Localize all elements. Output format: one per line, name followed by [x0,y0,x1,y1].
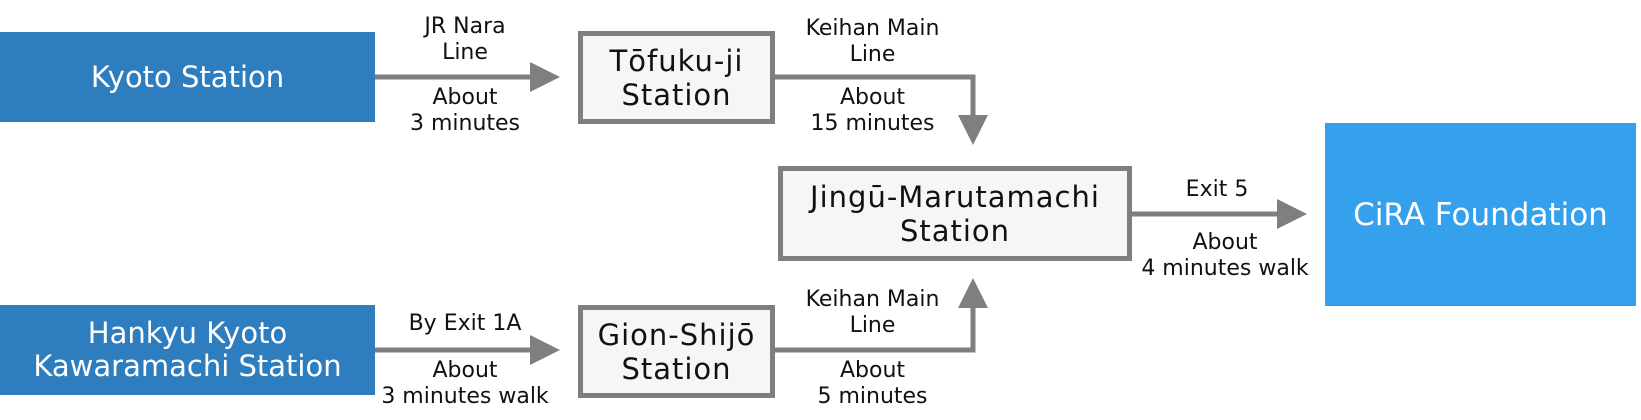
tofukuji-station-label: Tōfuku-ji Station [609,43,744,112]
route-label-hankyu-gionshijo: By Exit 1A [408,311,522,336]
arrow-tofukuji-to-jingu [775,74,988,145]
cira-foundation-box: CiRA Foundation [1325,123,1636,306]
gionshijo-station-box: Gion-Shijō Station [578,305,775,398]
hankyu-station-box: Hankyu Kyoto Kawaramachi Station [0,305,375,395]
kyoto-station-label: Kyoto Station [90,59,285,94]
kyoto-station-box: Kyoto Station [0,32,375,122]
time-label-kyoto-tofukuji: About 3 minutes [409,85,521,136]
cira-foundation-label: CiRA Foundation [1353,196,1608,233]
route-label-tofukuji-jingu: Keihan Main Line [805,16,940,67]
route-label-kyoto-tofukuji: JR Nara Line [424,14,506,65]
time-label-jingu-cira: About 4 minutes walk [1141,230,1309,281]
jingu-station-box: Jingū-Marutamachi Station [778,166,1132,261]
hankyu-station-label: Hankyu Kyoto Kawaramachi Station [33,316,342,383]
tofukuji-station-box: Tōfuku-ji Station [578,31,775,124]
route-label-gionshijo-jingu: Keihan Main Line [805,287,940,338]
jingu-station-label: Jingū-Marutamachi Station [810,179,1100,248]
arrow-gionshijo-to-jingu [775,278,988,353]
time-label-tofukuji-jingu: About 15 minutes [810,85,935,136]
route-label-jingu-cira: Exit 5 [1185,177,1249,202]
time-label-gionshijo-jingu: About 5 minutes [817,358,928,409]
gionshijo-station-label: Gion-Shijō Station [597,317,756,386]
time-label-hankyu-gionshijo: About 3 minutes walk [381,358,549,409]
